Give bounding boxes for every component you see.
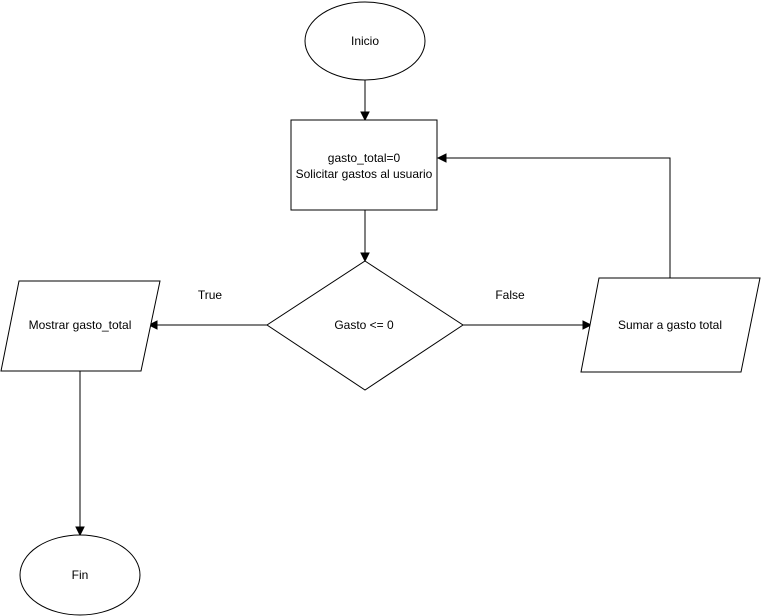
- edges: [75, 80, 671, 537]
- decision-label: Gasto <= 0: [334, 318, 394, 332]
- end-label: Fin: [72, 568, 89, 582]
- node-sum-input: Sumar a gasto total: [580, 277, 761, 373]
- sum-parallelogram: [580, 277, 761, 373]
- edge-label-true: True: [198, 288, 223, 302]
- init-line-2: Solicitar gastos al usuario: [296, 167, 433, 181]
- arrowhead-init-to-decision: [360, 252, 370, 263]
- edge-sum-loop-to-init: [446, 157, 671, 278]
- node-decision: Gasto <= 0: [266, 260, 464, 391]
- arrowhead-show-to-end: [75, 526, 85, 537]
- arrowhead-sum-loop-to-init: [436, 153, 447, 163]
- start-ellipse: [304, 1, 426, 81]
- init-line-1: gasto_total=0: [328, 151, 401, 165]
- edge-label-false: False: [495, 288, 525, 302]
- arrowhead-start-to-init: [360, 111, 370, 122]
- arrowhead-decision-to-show: [147, 320, 158, 330]
- init-process-box: [290, 119, 438, 211]
- sum-label: Sumar a gasto total: [618, 318, 722, 332]
- start-label: Inicio: [351, 34, 379, 48]
- show-parallelogram: [0, 280, 161, 372]
- node-end: Fin: [19, 534, 141, 616]
- show-label: Mostrar gasto_total: [29, 318, 132, 332]
- arrowhead-decision-to-sum: [582, 320, 593, 330]
- node-show-output: Mostrar gasto_total: [0, 280, 161, 372]
- node-start: Inicio: [304, 1, 426, 81]
- decision-diamond: [266, 260, 464, 391]
- node-init-process: gasto_total=0 Solicitar gastos al usuari…: [290, 119, 438, 211]
- end-ellipse: [19, 534, 141, 616]
